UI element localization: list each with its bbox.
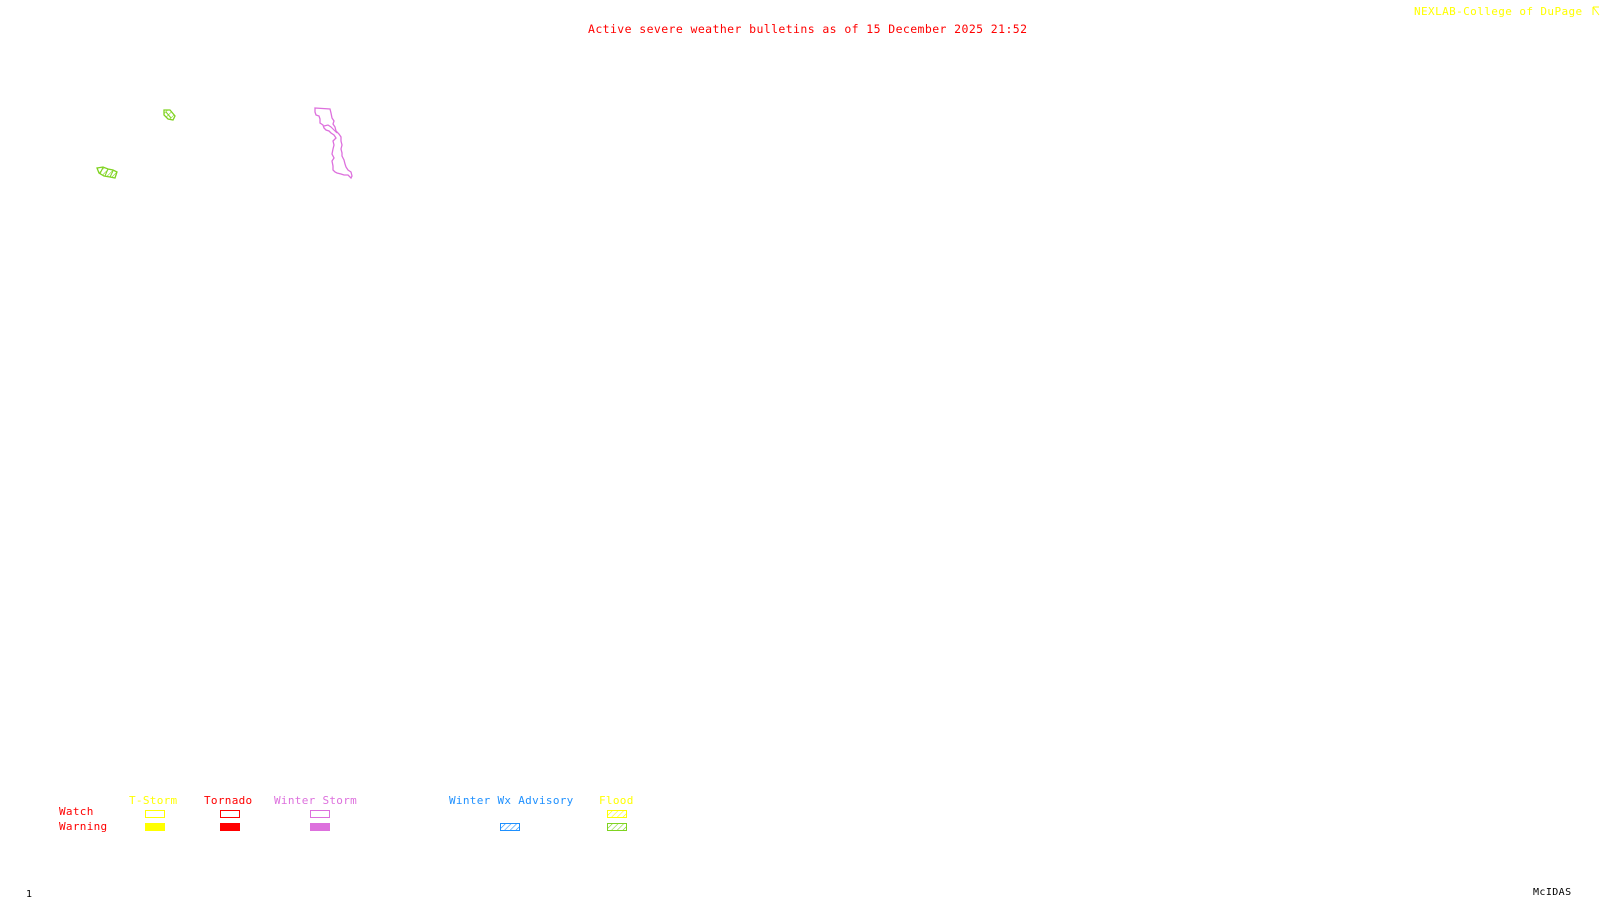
legend-flood-label: Flood — [599, 794, 634, 807]
legend-winter-wx-advisory-label: Winter Wx Advisory — [449, 794, 574, 807]
legend-winter-storm-label: Winter Storm — [274, 794, 358, 807]
legend-flood-warning-swatch — [607, 823, 627, 831]
winter-storm-watch-area — [314, 107, 353, 180]
legend-row-watch: Watch — [59, 805, 94, 818]
cursor-corner-icon — [1592, 6, 1600, 16]
legend-tstorm-label: T-Storm — [129, 794, 178, 807]
legend-tstorm-watch-swatch — [145, 810, 165, 818]
frame-number: 1 — [26, 889, 33, 900]
legend-tornado-label: Tornado — [204, 794, 253, 807]
software-label: McIDAS — [1533, 887, 1572, 898]
flood-warning-area — [163, 109, 176, 121]
credit-text: NEXLAB-College of DuPage — [1414, 5, 1583, 18]
page-title: Active severe weather bulletins as of 15… — [588, 22, 1028, 36]
legend-winter-wx-advisory-swatch — [500, 823, 520, 831]
legend-tstorm-warning-swatch — [145, 823, 165, 831]
legend-row-warning: Warning — [59, 820, 108, 833]
legend-winter-storm-watch-swatch — [310, 810, 330, 818]
winter-storm-watch-inner-border — [323, 124, 338, 134]
legend-winter-storm-warning-swatch — [310, 823, 330, 831]
legend-tornado-watch-swatch — [220, 810, 240, 818]
credit-label: NEXLAB-College of DuPage — [1414, 5, 1600, 18]
flood-warning-area — [96, 166, 118, 179]
legend-flood-watch-swatch — [607, 810, 627, 818]
legend-tornado-warning-swatch — [220, 823, 240, 831]
